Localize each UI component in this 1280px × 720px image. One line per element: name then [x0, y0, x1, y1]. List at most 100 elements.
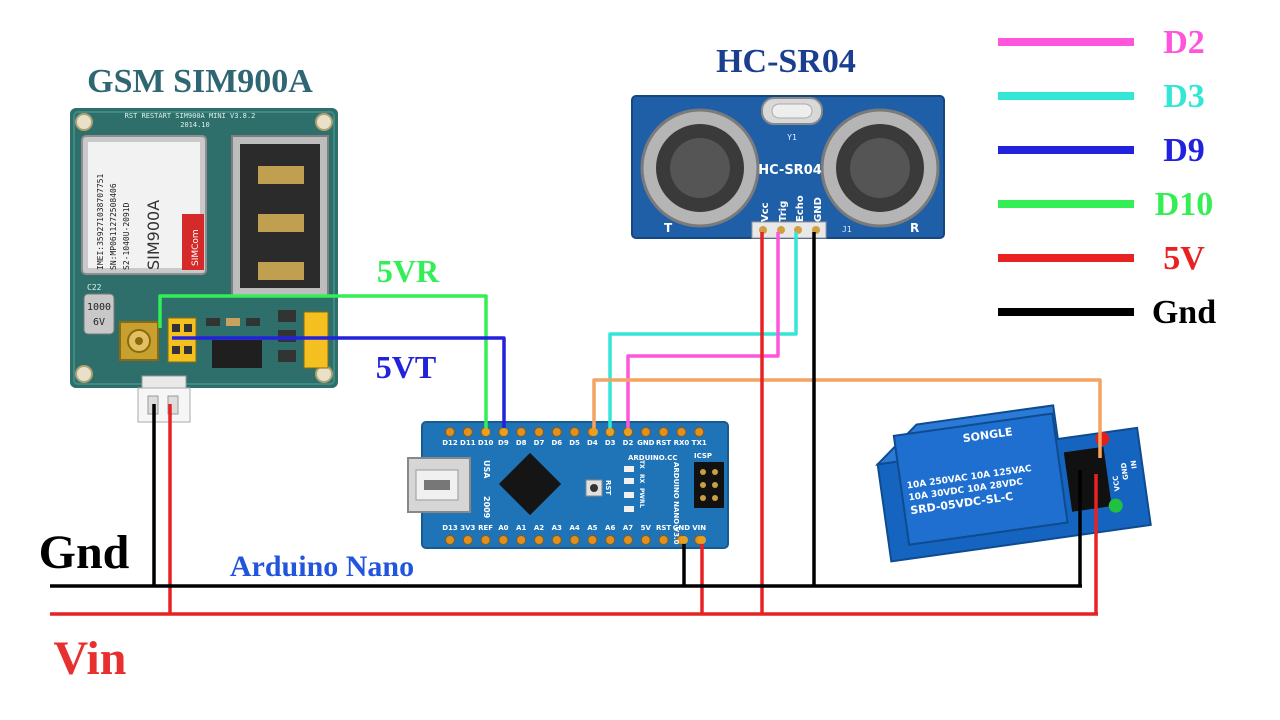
led-rx-label: RX: [638, 474, 645, 484]
arduino-title: Arduino Nano: [230, 550, 414, 583]
nano-top-pin: [640, 427, 651, 437]
nano-bottom-pin-label: A7: [623, 524, 633, 532]
legend-label: D9: [1163, 132, 1205, 169]
wires: [50, 232, 1102, 616]
nano-top-pin-label: D2: [623, 439, 634, 447]
simcom-logo: [182, 214, 204, 270]
nano-top-pin: [569, 427, 580, 437]
led-rx: [624, 478, 634, 484]
nano-bottom-pin-label: GND: [673, 524, 691, 532]
gsm-imei: IMEI:359271038707751: [96, 173, 105, 270]
reset-label: RST: [604, 480, 612, 495]
j1-label: J1: [842, 225, 852, 234]
nano-bottom-pin-label: A6: [605, 524, 615, 532]
nano-top-pin-label: GND: [637, 439, 655, 447]
nano-bottom-pin-label: RST: [656, 524, 671, 532]
relay-module: SONGLE 10A 250VAC 10A 125VAC 10A 30VDC 1…: [874, 404, 1152, 563]
relay-pin-in: IN: [1130, 460, 1139, 470]
legend-label: D10: [1155, 186, 1214, 223]
antenna-connector: [119, 321, 159, 361]
nano-bottom-pin-label: D13: [442, 524, 458, 532]
nano-bottom-pin: [551, 535, 562, 545]
led-tx-label: TX: [638, 460, 645, 469]
nano-bottom-pin: [445, 535, 455, 545]
hcsr04-header: [751, 221, 827, 239]
label-vin-rail: Vin: [54, 632, 127, 685]
nano-top-pin-label: D6: [551, 439, 562, 447]
nano-top-pin: [462, 427, 473, 437]
nano-bottom-pin: [516, 535, 527, 545]
pin-gnd-label: GND: [813, 197, 824, 222]
gsm-module: GSM SIM900A RST RESTART SIM900A MINI V3.…: [70, 63, 338, 423]
gsm-module-name: SIM900A: [144, 200, 163, 270]
nano-bottom-pin: [462, 535, 473, 545]
led-pwr: [624, 492, 634, 498]
relay-pin-gnd: GND: [1120, 462, 1130, 481]
nano-top-pin-label: D3: [605, 439, 616, 447]
hcsr04-title: HC-SR04: [716, 43, 856, 80]
mount-hole: [75, 365, 93, 383]
nano-top-pin: [534, 427, 544, 437]
icsp-label: ICSP: [694, 452, 712, 460]
label-gnd-rail: Gnd: [39, 526, 130, 579]
led-pwr-label: PWR: [638, 488, 645, 504]
pin-echo-label: Echo: [795, 195, 806, 222]
nano-top-pin: [516, 427, 527, 437]
nano-bottom-pin: [569, 535, 580, 545]
model-label: ARDUINO NANO V3.0: [672, 462, 680, 545]
nano-bottom-pin: [640, 535, 651, 545]
nano-bottom-pin: [658, 535, 669, 545]
gsm-module-code: S2-1040U-2091D: [122, 202, 131, 270]
nano-bottom-pin: [587, 535, 598, 545]
simcom-brand: SIMCom: [191, 229, 201, 266]
wire-d10-5vr: [158, 294, 488, 432]
icsp-header: [694, 462, 724, 508]
nano-top-pin-label: TX1: [692, 439, 707, 447]
nano-bottom-pin-label: A5: [587, 524, 597, 532]
nano-bottom-pin: [480, 535, 491, 545]
mount-hole: [75, 113, 93, 131]
hc-sr04-sensor: HC-SR04 Y1 HC-SR04 T R J1 Vcc Trig Echo …: [631, 43, 945, 239]
corner-r: R: [910, 221, 919, 235]
nano-bottom-pin: [605, 535, 616, 545]
nano-bottom-pin: [498, 535, 509, 545]
nano-top-pin: [551, 427, 562, 437]
nano-top-pin-label: D11: [460, 439, 476, 447]
nano-top-pin-label: D8: [516, 439, 527, 447]
sim-contact: [258, 214, 304, 232]
led-tx: [624, 466, 634, 472]
led-l-label: L: [638, 504, 645, 508]
relay-header: [1063, 446, 1112, 512]
jst-housing: [137, 387, 191, 423]
nano-top-pin: [694, 427, 705, 437]
nano-bottom-pin-label: A3: [552, 524, 562, 532]
nano-top-pin: [445, 427, 455, 437]
cap-value: 1000: [87, 302, 111, 313]
hcsr04-board-label: HC-SR04: [758, 163, 822, 178]
gsm-title: GSM SIM900A: [87, 63, 313, 100]
legend-label: D3: [1163, 78, 1205, 115]
legend-label: D2: [1163, 24, 1205, 61]
cap-label: C22: [87, 283, 102, 292]
pin-vcc-label: Vcc: [760, 202, 771, 222]
pin-trig-label: Trig: [778, 201, 789, 222]
nano-top-pin-label: RX0: [674, 439, 690, 447]
nano-bottom-pin: [534, 535, 544, 545]
gsm-sn: SN:MP0611272508406: [109, 183, 118, 270]
cap-volt: 6V: [93, 317, 105, 328]
label-5vt: 5VT: [376, 349, 436, 385]
mcu-chip: [498, 452, 562, 516]
sim-contact: [258, 166, 304, 184]
relay-cube: [892, 412, 1069, 546]
wire-d3-echo: [608, 232, 798, 432]
label-5vr: 5VR: [377, 253, 440, 289]
nano-bottom-pin-label: REF: [478, 524, 493, 532]
legend-label: Gnd: [1152, 294, 1216, 331]
nano-top-pin-label: D9: [498, 439, 509, 447]
power-header: [303, 311, 329, 369]
nano-bottom-pin-label: VIN: [692, 524, 706, 532]
nano-bottom-pin-label: A2: [534, 524, 544, 532]
sim-contact: [258, 262, 304, 280]
